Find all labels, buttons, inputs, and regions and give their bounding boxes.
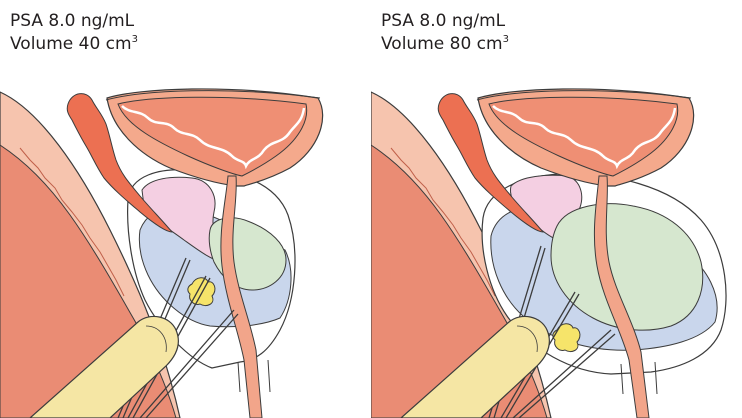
urethral-sphincter-left [238,362,240,392]
volume-exponent: 3 [132,34,138,45]
prostate-diagram-80cc [371,60,742,418]
volume-exponent: 3 [503,34,509,45]
volume-text: Volume 40 cm [10,34,132,54]
panel-80cc: PSA 8.0 ng/mL Volume 80 cm3 [371,0,742,418]
volume-label: Volume 80 cm3 [381,33,509,56]
psa-label: PSA 8.0 ng/mL [381,10,509,33]
urethral-sphincter-right [268,360,270,392]
prostate-diagram-40cc [0,60,371,418]
volume-text: Volume 80 cm [381,34,503,54]
psa-label: PSA 8.0 ng/mL [10,10,138,33]
volume-label: Volume 40 cm3 [10,33,138,56]
panel-caption: PSA 8.0 ng/mL Volume 80 cm3 [381,10,509,56]
panel-40cc: PSA 8.0 ng/mL Volume 40 cm3 [0,0,371,418]
panel-caption: PSA 8.0 ng/mL Volume 40 cm3 [10,10,138,56]
